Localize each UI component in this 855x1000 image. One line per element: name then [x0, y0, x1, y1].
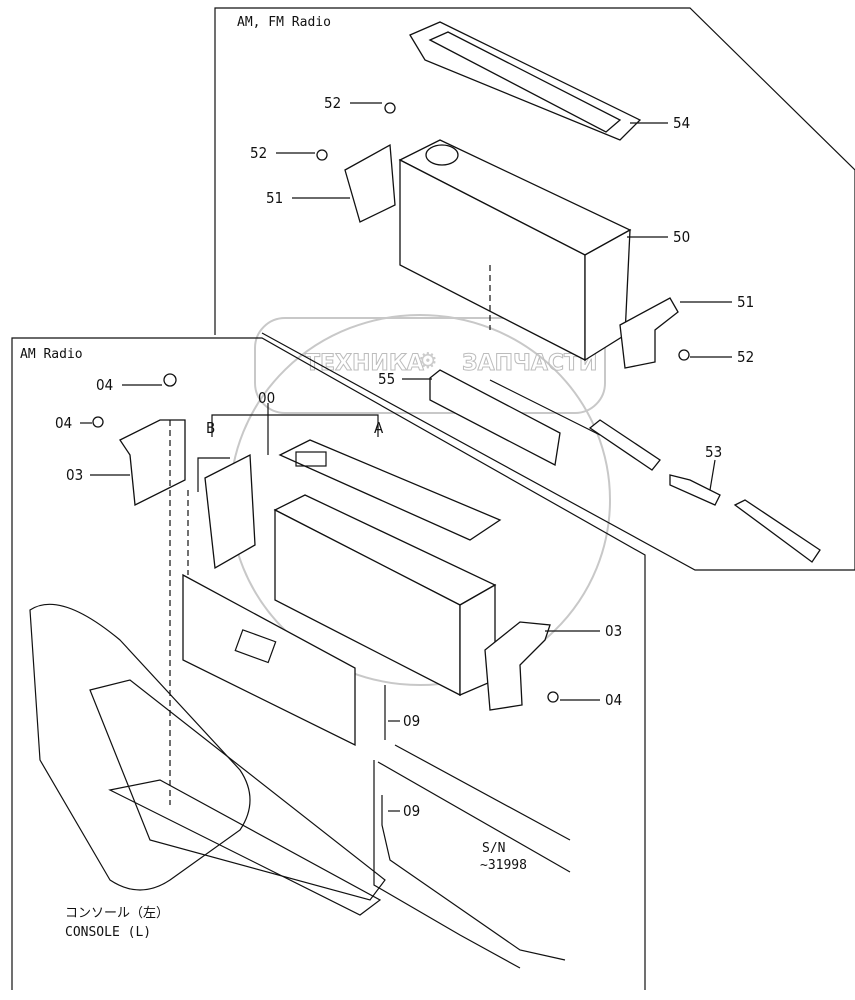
- svg-text:ТЕХНИКА: ТЕХНИКА: [305, 351, 424, 376]
- bezel-part-54: [409, 21, 642, 141]
- callout-55: 55: [378, 370, 395, 388]
- pad-part-55: [429, 369, 561, 466]
- callout-52: 52: [324, 94, 341, 112]
- am-fm-radio-part-50: [398, 139, 632, 362]
- callout-04: 04: [55, 414, 72, 432]
- callout-03: 03: [66, 466, 83, 484]
- callout-b: B: [206, 419, 215, 437]
- callout-04: 04: [96, 376, 113, 394]
- console-label-en: CONSOLE (L): [65, 925, 151, 940]
- antenna-cable-part-53: [489, 379, 821, 563]
- callout-52: 52: [250, 144, 267, 162]
- cable-part-09: [373, 685, 571, 969]
- callout-a: A: [374, 419, 384, 437]
- am-fm-panel-border: [214, 7, 855, 571]
- gear-icon: ⚙: [418, 349, 438, 374]
- callouts: 52 52 51 54 50 51 52 55 53 04 04 03 00 B…: [55, 94, 754, 820]
- callout-53: 53: [705, 443, 722, 461]
- callout-51: 51: [266, 189, 283, 207]
- callout-54: 54: [673, 114, 690, 132]
- callout-52: 52: [737, 348, 754, 366]
- am-panel-border: [11, 337, 646, 990]
- callout-09: 09: [403, 712, 420, 730]
- callout-51: 51: [737, 293, 754, 311]
- serial-note-range: ~31998: [480, 858, 527, 873]
- plate-part-b: [204, 453, 256, 570]
- bracket-part-51-right: [619, 297, 679, 369]
- bracket-part-03-left: [119, 419, 186, 507]
- am-panel-title: AM Radio: [20, 347, 83, 362]
- bracket-part-03-right: [484, 621, 551, 711]
- watermark: ТЕХНИКА ЗАПЧАСТИ ⚙: [229, 314, 611, 686]
- callout-00: 00: [258, 389, 275, 407]
- callout-03: 03: [605, 622, 622, 640]
- am-fm-panel-title: AM, FM Radio: [237, 15, 331, 30]
- console-left: [29, 420, 386, 916]
- am-radio-part-00: [273, 439, 502, 697]
- callout-04: 04: [605, 691, 622, 709]
- callout-50: 50: [673, 228, 690, 246]
- serial-note-label: S/N: [482, 841, 505, 856]
- bracket-part-51-left: [344, 143, 396, 223]
- console-label-jp: コンソール（左）: [65, 906, 169, 921]
- callout-09: 09: [403, 802, 420, 820]
